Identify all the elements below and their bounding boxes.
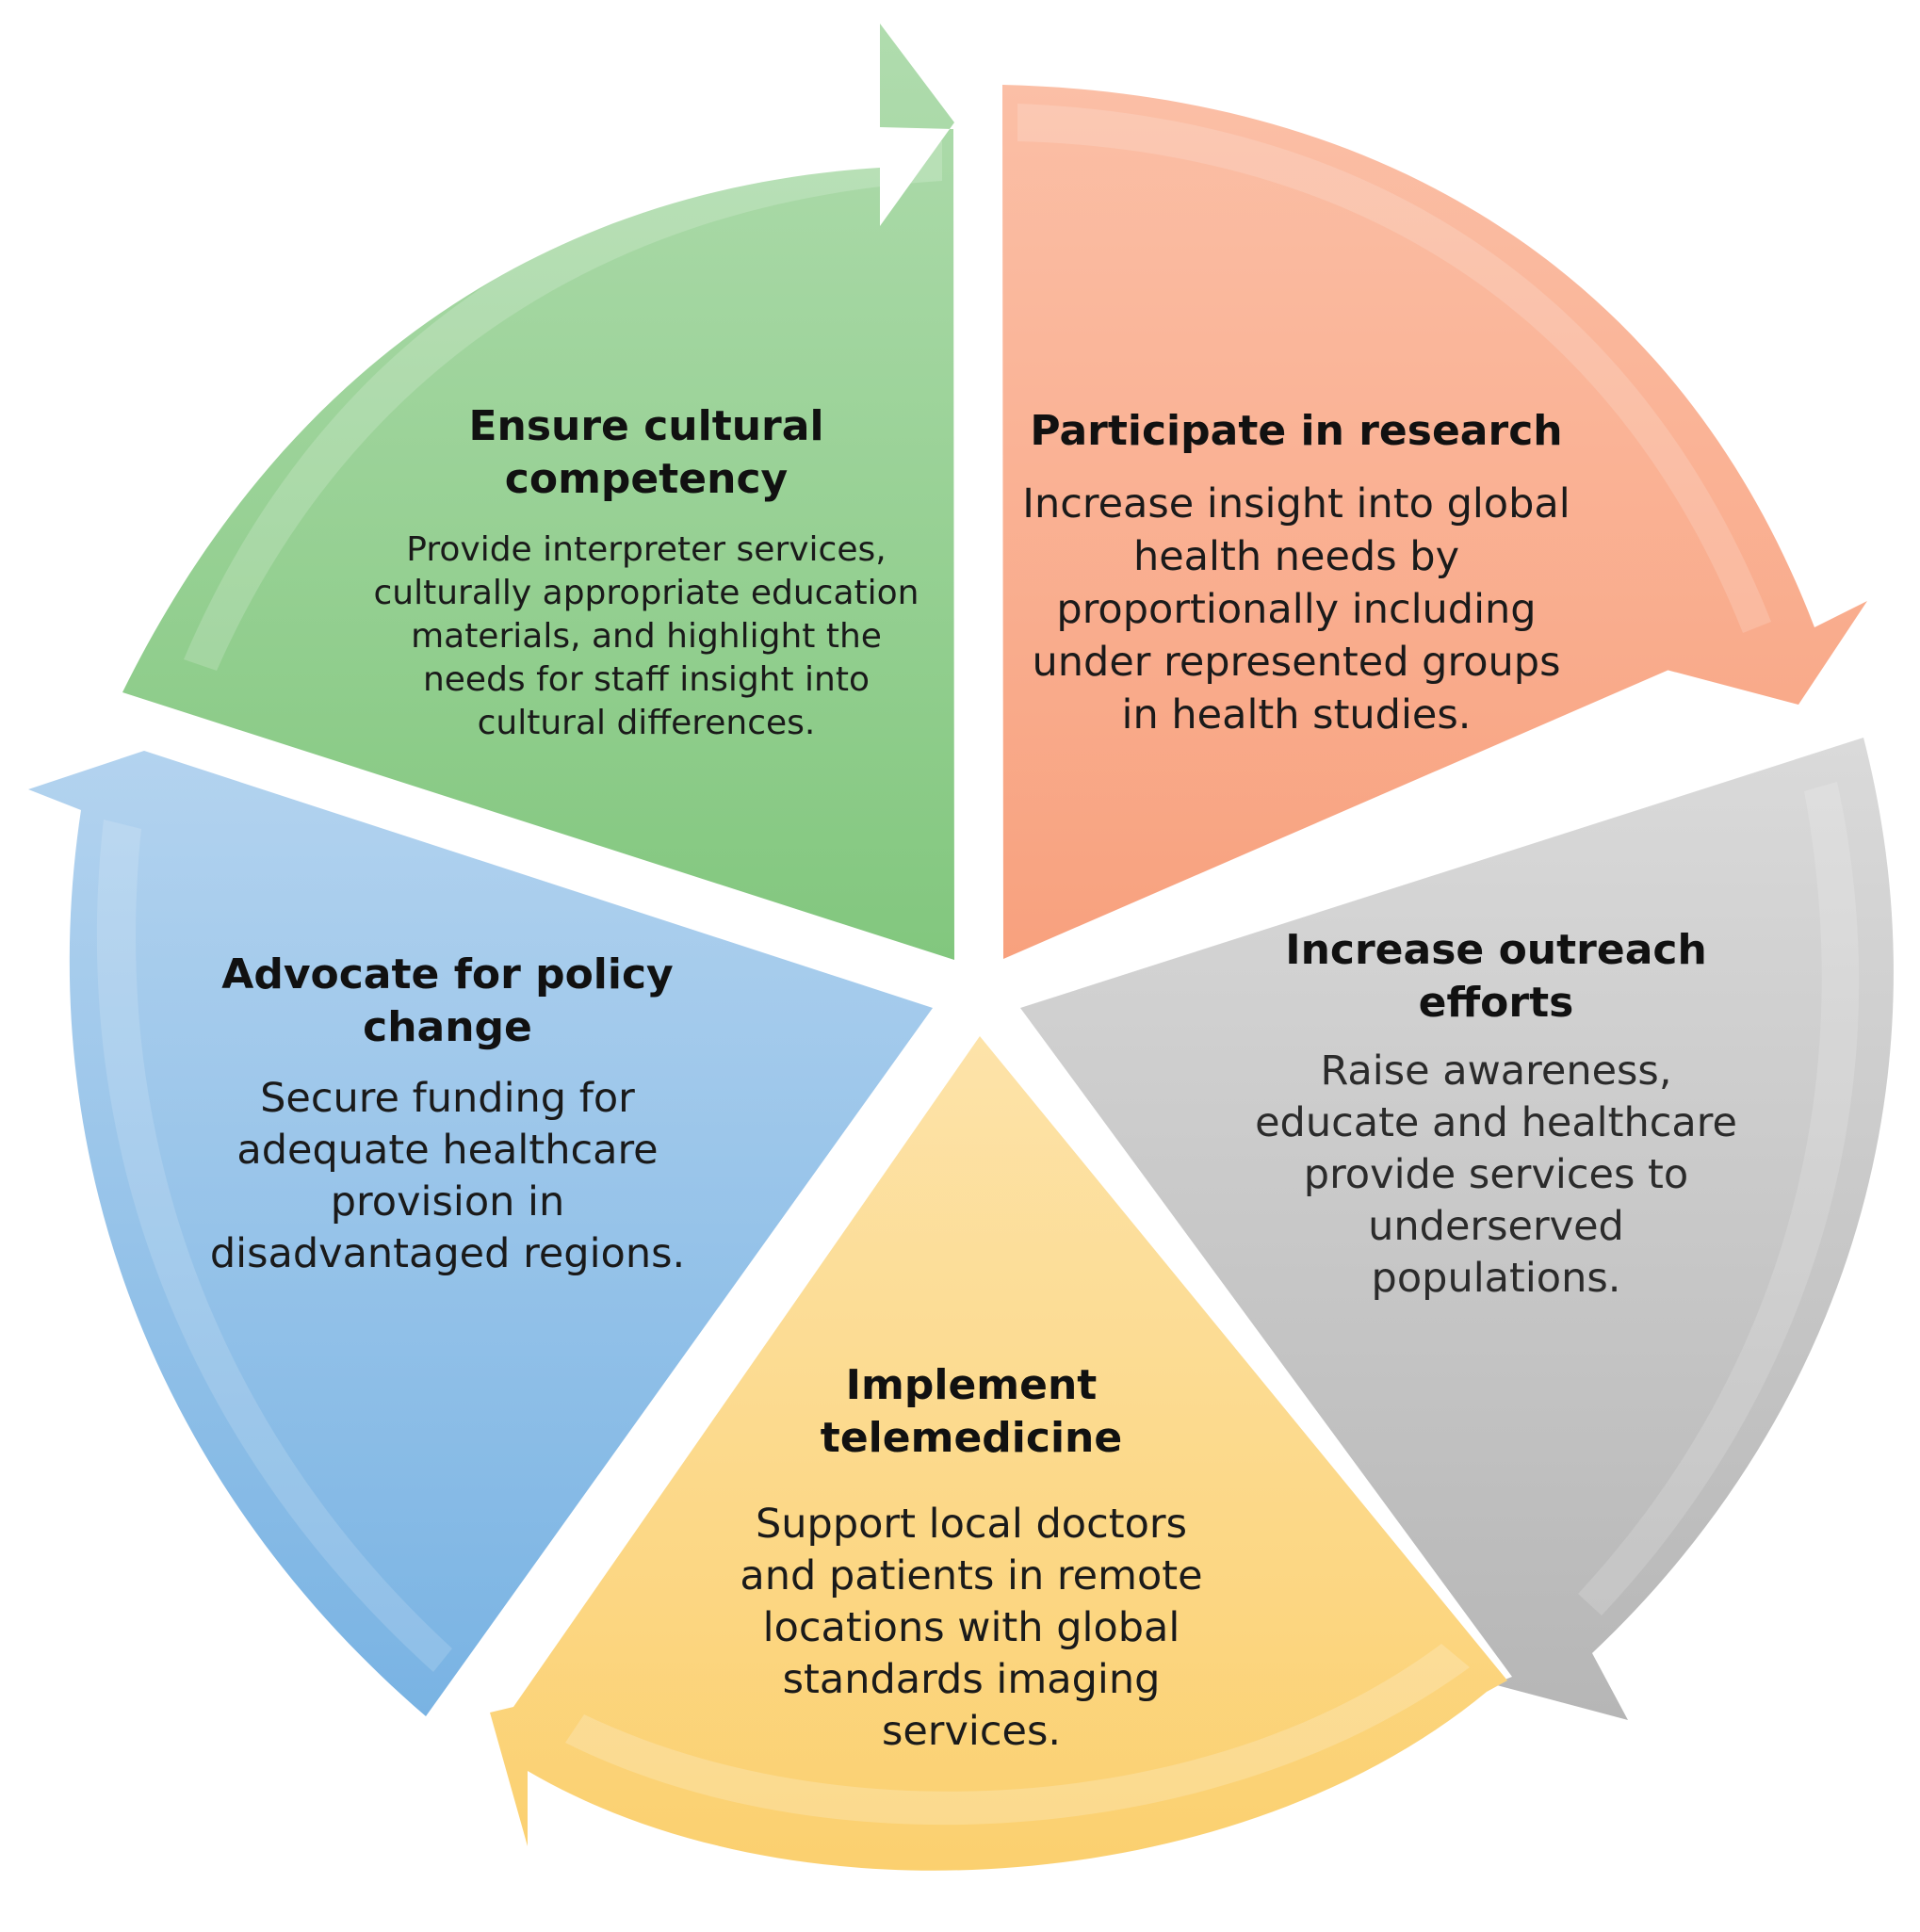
segment-telemedicine-body-line: Support local doctors xyxy=(756,1501,1187,1548)
segment-outreach-body-line: provide services to xyxy=(1304,1151,1688,1198)
segment-research-title-line: Participate in research xyxy=(1030,407,1562,455)
segment-policy-body-line: Secure funding for xyxy=(260,1075,635,1122)
segment-policy-title-line: Advocate for policy xyxy=(221,950,673,998)
segment-research-body-line: under represented groups xyxy=(1033,639,1561,686)
segment-cultural-body-line: materials, and highlight the xyxy=(411,617,882,656)
segment-cultural-shape xyxy=(122,24,954,960)
segment-telemedicine-body-line: locations with global xyxy=(763,1604,1180,1651)
segment-telemedicine-body-line: and patients in remote xyxy=(740,1552,1202,1599)
segment-cultural-title-line: competency xyxy=(505,455,788,503)
segment-telemedicine-shape xyxy=(490,1036,1507,1871)
segment-research-body-line: Increase insight into global xyxy=(1022,480,1570,528)
segment-research-body-line: proportionally including xyxy=(1056,586,1536,633)
segment-cultural-body-line: needs for staff insight into xyxy=(423,660,870,699)
segment-research-arrow-highlight xyxy=(1017,104,1771,633)
segment-outreach-shape xyxy=(1020,738,1894,1720)
segment-cultural-title-line: Ensure cultural xyxy=(468,402,823,450)
segment-research-shape xyxy=(1002,85,1867,959)
segment-outreach-arrow-highlight xyxy=(1578,782,1860,1615)
segment-cultural-body-line: Provide interpreter services, xyxy=(406,530,886,569)
segment-telemedicine-body-line: services. xyxy=(882,1708,1061,1755)
segment-cultural-body-line: cultural differences. xyxy=(478,704,816,742)
segment-outreach-body-line: populations. xyxy=(1372,1255,1621,1302)
segment-outreach-body-line: educate and healthcare xyxy=(1255,1099,1737,1146)
segment-policy-title-line: change xyxy=(363,1003,532,1051)
segment-telemedicine-arrow-highlight xyxy=(565,1644,1470,1826)
segment-telemedicine-title-line: telemedicine xyxy=(821,1414,1122,1462)
segment-policy-body-line: provision in xyxy=(331,1178,565,1226)
segment-policy-arrow-highlight xyxy=(96,820,453,1672)
segment-policy-shape xyxy=(28,751,933,1716)
segment-cultural-arrow-highlight xyxy=(184,141,942,671)
segment-policy-body-line: disadvantaged regions. xyxy=(210,1230,685,1277)
segment-telemedicine-body-line: standards imaging xyxy=(783,1656,1161,1703)
segment-outreach-body-line: underserved xyxy=(1368,1203,1624,1250)
segment-policy-body-line: adequate healthcare xyxy=(236,1127,658,1174)
segment-research-body-line: health needs by xyxy=(1133,533,1459,580)
segment-outreach-body-line: Raise awareness, xyxy=(1321,1047,1672,1095)
segment-outreach-title-line: Increase outreach xyxy=(1285,926,1707,974)
segment-telemedicine-title-line: Implement xyxy=(846,1361,1098,1409)
segment-research-body-line: in health studies. xyxy=(1122,691,1472,739)
segment-outreach-title-line: efforts xyxy=(1419,979,1574,1027)
segment-cultural-body-line: culturally appropriate education xyxy=(373,574,919,612)
